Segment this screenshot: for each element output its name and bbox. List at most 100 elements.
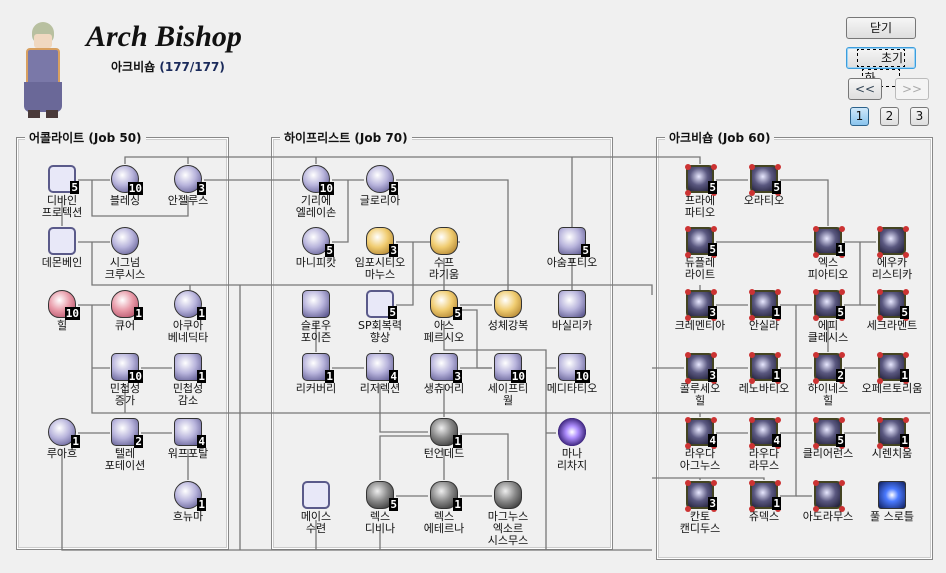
skill-name: 아도라무스 <box>802 510 854 523</box>
ruwach-icon: 1 <box>48 418 80 448</box>
page-3-button[interactable]: 3 <box>910 107 929 126</box>
skill-adoramus[interactable]: 아도라무스 <box>793 480 863 523</box>
skill-signum-crucis[interactable]: 시그넘 크루시스 <box>90 227 160 281</box>
renovatio-icon: 1 <box>749 352 781 382</box>
page-1-button[interactable]: 1 <box>850 107 869 126</box>
skill-slow-poison[interactable]: 슬로우 포이즌 <box>281 290 351 344</box>
skill-name: 글로리아 <box>359 194 401 207</box>
skill-name: 프라에 파티오 <box>684 194 716 219</box>
skill-name: 메디타티오 <box>546 382 598 395</box>
panel-title: 어콜라이트 (Job 50) <box>25 129 146 146</box>
skill-name: 세크라멘트 <box>866 319 918 332</box>
next-page-button[interactable]: >> <box>895 78 929 100</box>
close-button[interactable]: 닫기 <box>846 17 916 39</box>
skill-level-badge: 1 <box>900 434 909 447</box>
mana-recharge-icon <box>558 418 586 446</box>
skill-level-badge: 1 <box>900 369 909 382</box>
basilica-icon <box>558 290 586 318</box>
skill-level-badge: 1 <box>71 435 80 448</box>
skill-name: 콜루세오 힐 <box>679 382 721 407</box>
skill-full-throttle[interactable]: 풀 스로틀 <box>857 481 927 523</box>
skill-level-badge: 5 <box>70 181 79 194</box>
lauda-ramus-icon: 4 <box>749 417 781 447</box>
clearance-icon: 5 <box>813 417 845 447</box>
praefatio-icon: 5 <box>685 164 717 194</box>
skill-benedictio[interactable]: 성체강복 <box>473 290 543 332</box>
increase-agi-icon: 10 <box>111 353 143 383</box>
skill-name: 생츄어리 <box>423 382 465 395</box>
skill-basilica[interactable]: 바실리카 <box>537 290 607 332</box>
skill-level-badge: 10 <box>64 307 80 320</box>
mace-mastery-icon <box>302 481 330 509</box>
skill-name: 블레싱 <box>109 194 141 207</box>
skill-level-badge: 5 <box>581 244 590 257</box>
skill-name: 안젤루스 <box>167 194 209 207</box>
ancilla-icon: 1 <box>749 289 781 319</box>
skill-name: 오라티오 <box>743 194 785 207</box>
prev-page-button[interactable]: << <box>848 78 882 100</box>
job-name: 아크비숍 <box>111 60 156 74</box>
skill-demon-bane[interactable]: 데몬베인 <box>27 227 97 269</box>
slow-poison-icon <box>302 290 330 318</box>
skill-level-badge: 5 <box>388 306 397 319</box>
skill-name: 큐어 <box>114 319 136 332</box>
skill-level-badge: 10 <box>510 370 526 383</box>
page-2-button[interactable]: 2 <box>880 107 899 126</box>
offertorium-icon: 1 <box>877 352 909 382</box>
skill-level-badge: 5 <box>389 182 398 195</box>
skill-mace-mastery[interactable]: 메이스 수련 <box>281 481 351 535</box>
skill-suffragium[interactable]: 수프 라기움 <box>409 227 479 281</box>
judex-icon: 1 <box>749 480 781 510</box>
skill-eucharistica[interactable]: 에우카 리스티카 <box>857 226 927 281</box>
skill-mana-recharge[interactable]: 마나 리차지 <box>537 418 607 472</box>
magnificat-icon: 5 <box>302 227 334 257</box>
skill-name: 시렌치움 <box>871 447 913 460</box>
skill-magnus-exorcismus[interactable]: 마그누스 엑소르 시스무스 <box>473 481 543 547</box>
